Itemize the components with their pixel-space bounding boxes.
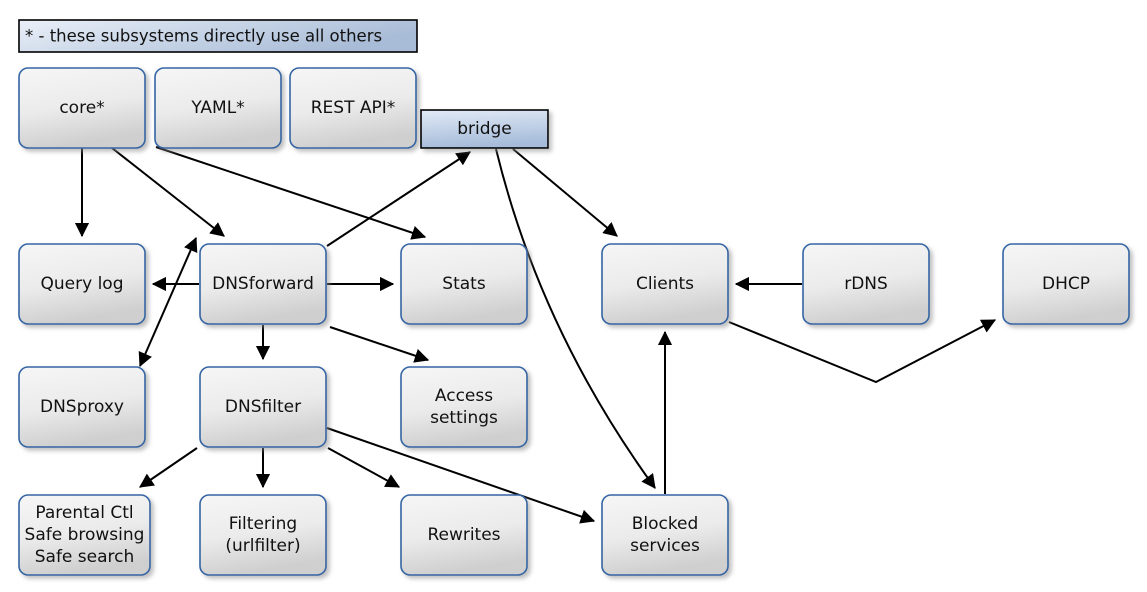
node-access-box — [400, 366, 528, 448]
node-dnsproxy-box — [18, 366, 146, 448]
edge-dnsforward-to-bridge — [326, 151, 471, 247]
node-dnsforward[interactable]: DNSforward — [199, 243, 327, 325]
node-filtering[interactable]: Filtering(urlfilter) — [199, 494, 327, 576]
legend-layer: * - these subsystems directly use all ot… — [18, 19, 418, 53]
node-clients[interactable]: Clients — [601, 243, 729, 325]
node-dnsfilter-box — [199, 366, 327, 448]
edge-bridge-to-blocked-services — [495, 148, 656, 489]
edge-clients-to-dhcp — [728, 319, 997, 384]
node-rewrites-box — [400, 494, 528, 576]
edge-dnsforward-dnsproxy-bidir — [138, 236, 198, 368]
legend-note: * - these subsystems directly use all ot… — [18, 19, 418, 53]
node-restapi[interactable]: REST API* — [289, 67, 417, 149]
node-restapi-box — [289, 67, 417, 149]
node-yaml-box — [154, 67, 282, 149]
edge-dnsfilter-to-blocked-services — [326, 427, 596, 524]
node-stats[interactable]: Stats — [400, 243, 528, 325]
legend-note-box — [18, 19, 418, 53]
node-dnsfilter[interactable]: DNSfilter — [199, 366, 327, 448]
node-dnsproxy[interactable]: DNSproxy — [18, 366, 146, 448]
node-dnsforward-box — [199, 243, 327, 325]
edge-bridge-to-clients — [512, 148, 618, 237]
edge-dnsforward-to-access-settings — [329, 326, 430, 363]
edges-layer — [74, 146, 997, 524]
node-clients-box — [601, 243, 729, 325]
node-filtering-box — [199, 494, 327, 576]
node-bridge[interactable]: bridge — [420, 109, 549, 149]
node-core-box — [18, 67, 146, 149]
edge-dnsfilter-to-rewrites — [327, 447, 401, 488]
node-yaml[interactable]: YAML* — [154, 67, 282, 149]
edge-dnsfilter-to-parental — [139, 447, 198, 488]
node-dhcp-box — [1002, 243, 1130, 325]
node-rewrites[interactable]: Rewrites — [400, 494, 528, 576]
node-stats-box — [400, 243, 528, 325]
node-parental-box — [18, 494, 151, 576]
node-querylog[interactable]: Query log — [18, 243, 146, 325]
node-dhcp[interactable]: DHCP — [1002, 243, 1130, 325]
edge-yaml-to-stats — [155, 146, 427, 240]
node-rdns-box — [802, 243, 930, 325]
node-bridge-box — [420, 109, 549, 149]
node-core[interactable]: core* — [18, 67, 146, 149]
node-rdns[interactable]: rDNS — [802, 243, 930, 325]
edge-core-to-dnsforward — [111, 147, 225, 237]
node-querylog-box — [18, 243, 146, 325]
node-blocked-box — [601, 494, 729, 576]
